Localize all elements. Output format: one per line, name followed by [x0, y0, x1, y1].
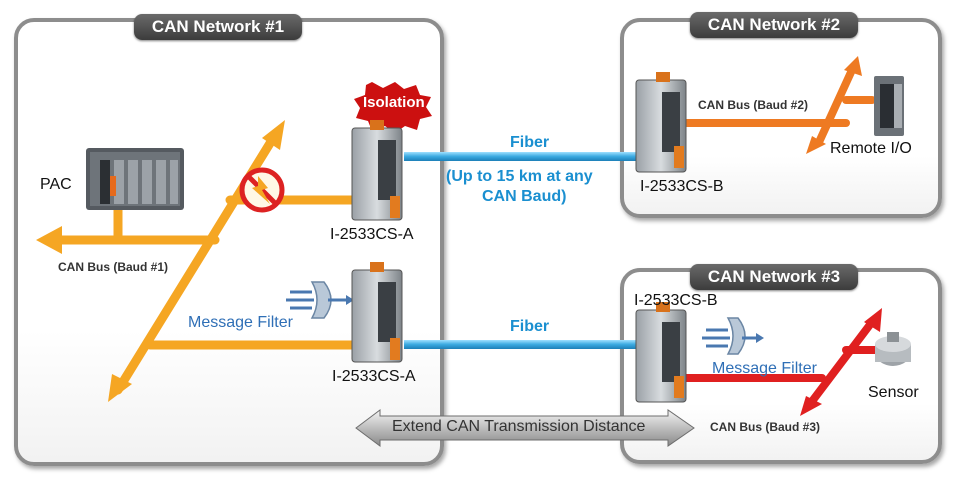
can-bus-3-arrow-up	[864, 308, 882, 332]
message-filter-left-label: Message Filter	[188, 314, 293, 331]
can-bus-1-arrow-left	[36, 226, 62, 254]
can-bus-2-label: CAN Bus (Baud #2)	[698, 98, 809, 112]
fiber-line-top	[404, 152, 644, 161]
device-a-top-label: I-2533CS-A	[330, 226, 414, 243]
message-filter-icon-right	[702, 317, 764, 355]
remote-io-label: Remote I/O	[830, 140, 912, 157]
can-bus-2-lines	[668, 66, 876, 144]
can-bus-3-label: CAN Bus (Baud #3)	[710, 420, 821, 434]
extend-distance-label: Extend CAN Transmission Distance	[392, 418, 646, 435]
no-noise-icon	[239, 167, 285, 213]
can-bus-2-arrow-up	[844, 56, 862, 76]
can-network-2-title: CAN Network #2	[690, 12, 858, 38]
isolation-label: Isolation	[363, 94, 425, 111]
sensor-label: Sensor	[868, 384, 919, 401]
device-a-bottom-icon	[351, 262, 403, 363]
device-b-bottom-label: I-2533CS-B	[634, 292, 718, 309]
fiber-line-bottom	[404, 340, 644, 349]
can-bus-3-lines	[676, 318, 880, 408]
fiber-top-line2: CAN Baud)	[482, 188, 567, 205]
can-bus-3-arrow-down	[800, 396, 822, 416]
device-b-top-label: I-2533CS-B	[640, 178, 724, 195]
remote-io-icon	[874, 76, 904, 136]
extend-distance-arrow	[355, 409, 695, 447]
sensor-icon	[875, 332, 911, 366]
can-bus-1-arrow-up	[262, 120, 285, 150]
device-a-top-icon	[351, 120, 403, 221]
device-b-bottom-icon	[635, 302, 687, 403]
pac-label: PAC	[40, 176, 72, 193]
can-bus-1-label: CAN Bus (Baud #1)	[58, 260, 169, 274]
message-filter-icon-left	[286, 281, 354, 319]
can-network-1-title: CAN Network #1	[134, 14, 302, 40]
can-bus-2-arrow-down	[806, 136, 826, 154]
message-filter-right-label: Message Filter	[712, 360, 817, 377]
fiber-top-label: Fiber	[510, 134, 550, 151]
can-bus-1-arrow-down	[108, 374, 132, 402]
fiber-bottom-label: Fiber	[510, 318, 550, 335]
can-network-3-title: CAN Network #3	[690, 264, 858, 290]
device-a-bottom-label: I-2533CS-A	[332, 368, 416, 385]
pac-device-icon	[86, 148, 184, 210]
device-b-top-icon	[635, 72, 687, 173]
fiber-top-line1: (Up to 15 km at any	[446, 168, 593, 185]
